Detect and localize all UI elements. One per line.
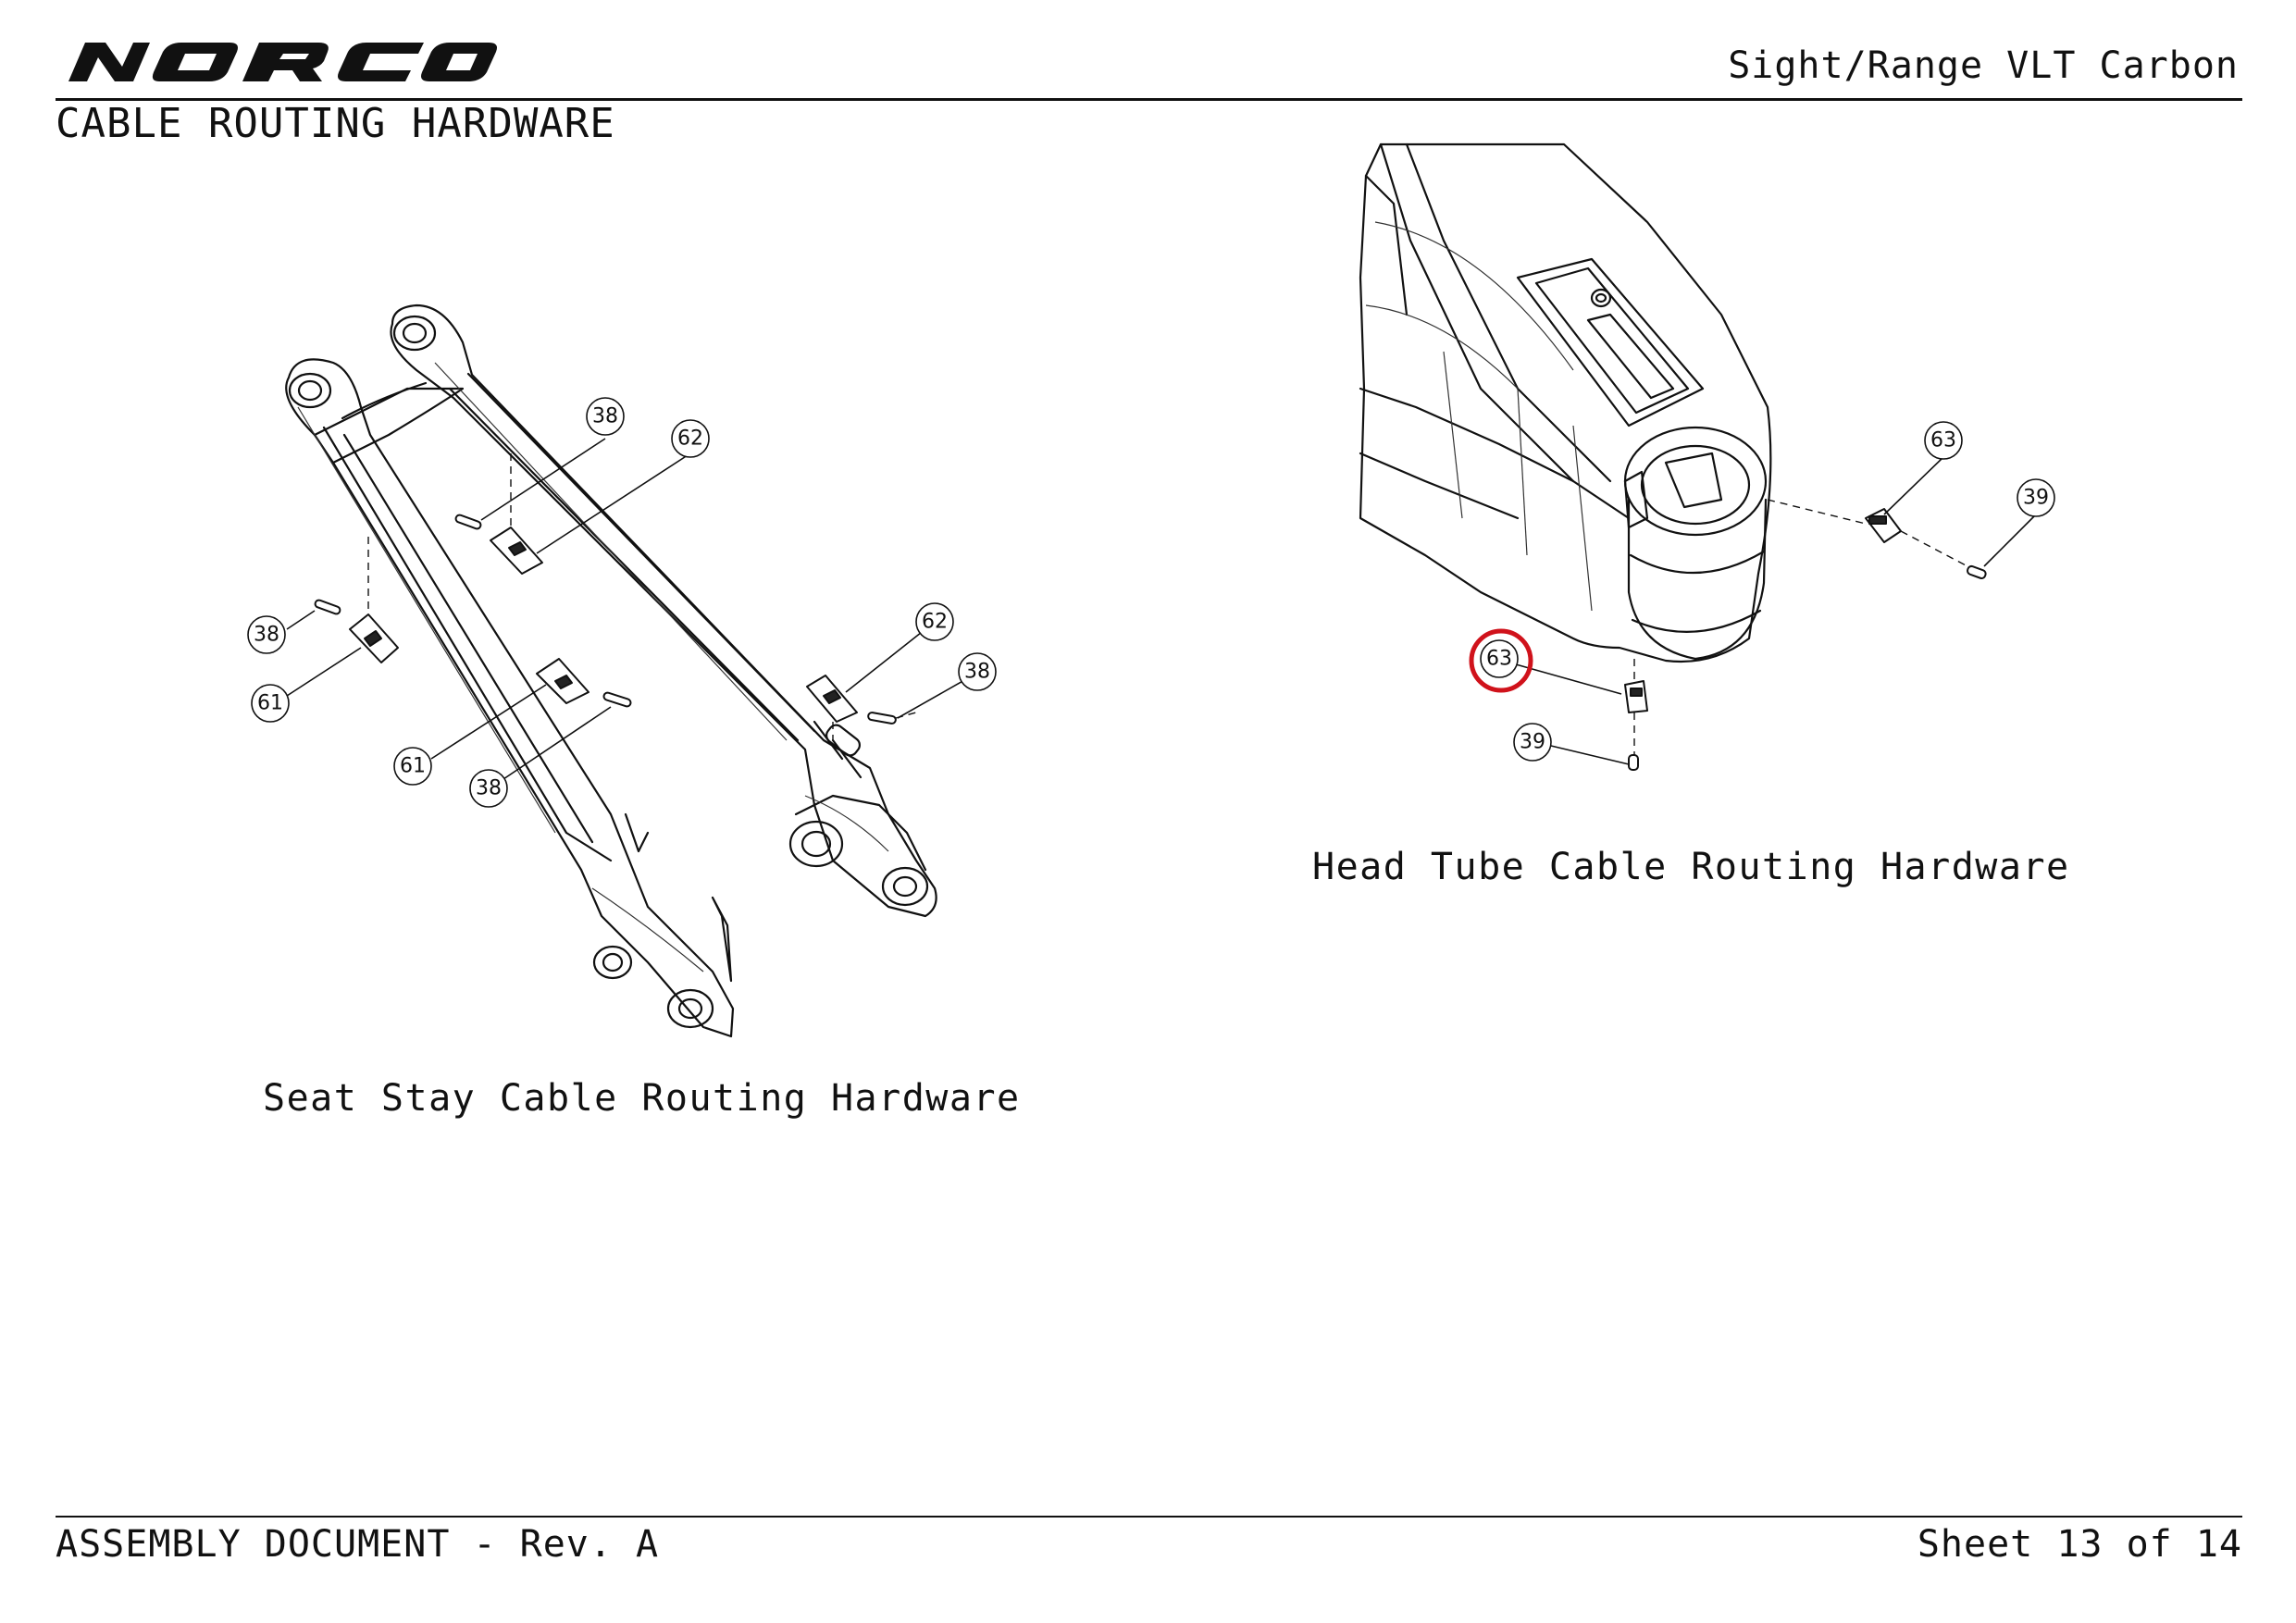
highlight-ring <box>1469 628 1533 693</box>
part-38-bolt-middle <box>602 691 632 708</box>
header-rule <box>56 98 2242 101</box>
part-38-bolt-left <box>314 599 341 615</box>
callout-39-b: 39 <box>1513 723 1552 762</box>
callout-38-c: 38 <box>469 769 508 808</box>
part-61-guide-left <box>349 613 399 663</box>
part-63-guide-upper <box>1865 508 1902 543</box>
norco-logo <box>57 41 502 83</box>
part-39-bolt-lower <box>1628 754 1639 771</box>
footer-rule <box>56 1516 2242 1518</box>
callout-61-b: 61 <box>393 747 432 786</box>
head-tube-caption: Head Tube Cable Routing Hardware <box>1312 846 2070 888</box>
part-61-guide-middle <box>536 658 590 704</box>
callout-62-b: 62 <box>915 602 954 641</box>
product-name: Sight/Range VLT Carbon <box>1728 44 2239 87</box>
sheet-number: Sheet 13 of 14 <box>1917 1523 2242 1566</box>
part-62-guide-upper <box>490 527 543 575</box>
callout-38-d: 38 <box>958 652 997 691</box>
document-revision: ASSEMBLY DOCUMENT - Rev. A <box>56 1523 660 1566</box>
svg-text:38: 38 <box>592 405 618 428</box>
callout-38-a: 38 <box>586 397 625 436</box>
svg-text:62: 62 <box>677 427 703 451</box>
part-63-guide-lower <box>1624 680 1648 713</box>
part-39-bolt-upper <box>1967 564 1987 579</box>
part-38-bolt-right <box>867 712 897 725</box>
callout-61-a: 61 <box>251 684 290 723</box>
svg-text:61: 61 <box>257 692 283 715</box>
norco-logo-graphic <box>68 43 497 81</box>
seat-stay-caption: Seat Stay Cable Routing Hardware <box>263 1077 1021 1120</box>
svg-text:61: 61 <box>400 755 426 778</box>
svg-text:38: 38 <box>964 661 990 684</box>
head-tube-leaders <box>1515 456 2037 765</box>
svg-text:38: 38 <box>476 777 502 800</box>
callout-38-b: 38 <box>247 615 286 654</box>
section-title: CABLE ROUTING HARDWARE <box>56 100 615 147</box>
svg-text:38: 38 <box>254 624 279 647</box>
svg-text:39: 39 <box>2023 487 2049 510</box>
svg-text:63: 63 <box>1486 648 1512 671</box>
part-62-guide-right <box>806 675 858 723</box>
svg-text:62: 62 <box>922 611 948 634</box>
head-tube-centerline-1 <box>1767 499 1968 567</box>
seat-stay-contours <box>297 362 889 973</box>
part-38-bolt-upper <box>454 514 482 530</box>
callout-63-b-highlighted: 63 <box>1480 639 1519 678</box>
callout-62-a: 62 <box>671 419 710 458</box>
head-tube-drawing: 63 39 63 39 <box>1359 142 2055 771</box>
seat-stay-leaders <box>286 438 980 780</box>
svg-text:63: 63 <box>1930 429 1956 452</box>
seat-stay-frame <box>285 304 937 1038</box>
head-tube-contours <box>1365 221 1593 612</box>
seat-stay-drawing: 38 62 38 61 61 38 62 38 <box>247 304 997 1038</box>
callout-63-a: 63 <box>1924 421 1963 460</box>
head-tube-frame <box>1359 142 1772 663</box>
callout-39-a: 39 <box>2017 478 2055 517</box>
svg-text:39: 39 <box>1520 731 1545 754</box>
